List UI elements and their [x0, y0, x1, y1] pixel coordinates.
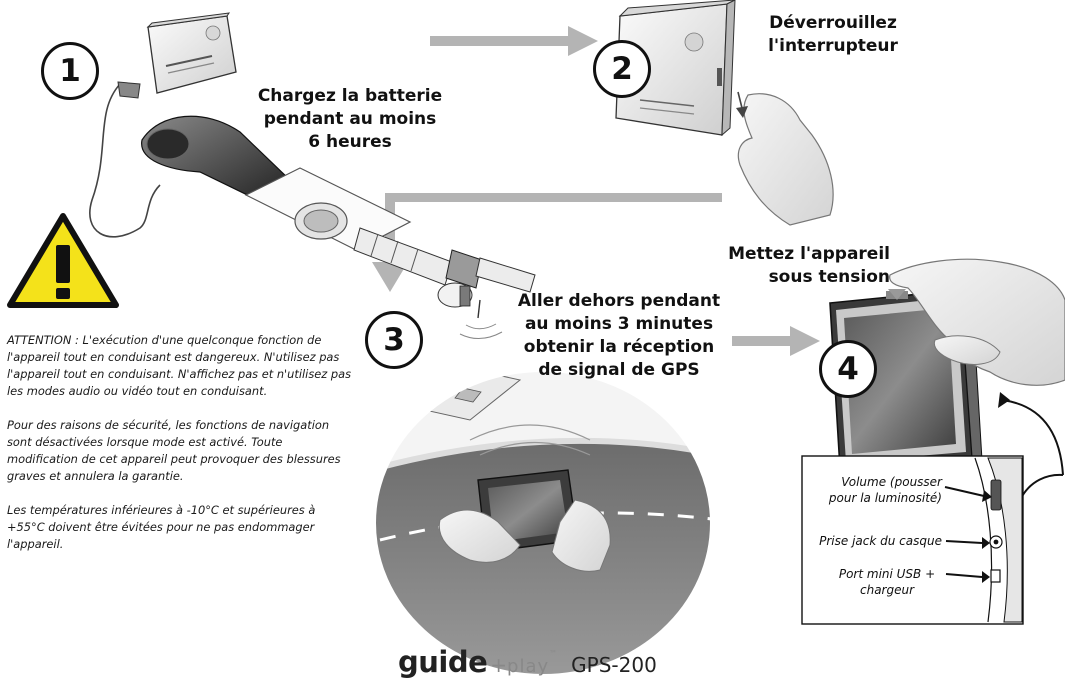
step-2-caption-line: Déverrouillez — [769, 13, 897, 33]
step-3-caption: Aller dehors pendant au moins 3 minutes … — [508, 290, 730, 382]
volume-label: Volume (pousser pour la luminosité) — [828, 475, 942, 505]
usb-label: Port mini USB + chargeur — [838, 567, 936, 597]
safety-warnings: ATTENTION : L'exécution d'une quelconque… — [7, 332, 355, 553]
step-1-caption-line: 6 heures — [308, 132, 392, 152]
step-2-badge: 2 — [593, 40, 651, 98]
side-ports-callout — [801, 455, 1024, 625]
outdoor-road-scene — [375, 371, 711, 675]
brand-word: guide — [398, 645, 488, 679]
warning-triangle-icon — [7, 213, 119, 308]
step-4-badge: 4 — [819, 340, 877, 398]
step-1-badge: 1 — [41, 42, 99, 100]
step-2-caption: Déverrouillez l'interrupteur — [762, 12, 904, 58]
cigarette-socket-card — [244, 167, 412, 251]
step-2-caption-line: l'interrupteur — [768, 36, 898, 56]
brand-play: play — [507, 656, 550, 677]
step-3-caption-line: au moins 3 minutes — [524, 314, 714, 334]
satellite-icon — [353, 227, 536, 339]
road-scene-frame — [374, 370, 712, 676]
step-4-caption: Mettez l'appareil sous tension — [700, 243, 890, 289]
brand-footer: guide+play™ GPS-200 — [398, 645, 657, 679]
brand-trademark: ™ — [549, 649, 558, 658]
step-3-caption-line: obtenir la réception — [523, 337, 715, 357]
step-3-caption-line: Aller dehors pendant — [517, 291, 721, 311]
step2-device-illustration — [615, 0, 834, 226]
warning-paragraph: Pour des raisons de sécurité, les foncti… — [7, 418, 341, 483]
warning-paragraph: Les températures inférieures à -10°C et … — [7, 503, 316, 551]
brand-plus: + — [490, 653, 508, 677]
step4-device-illustration — [829, 258, 1065, 501]
step-1-caption: Chargez la batterie pendant au moins 6 h… — [240, 85, 460, 154]
gps-device-icon — [146, 12, 237, 94]
warning-paragraph: ATTENTION : L'exécution d'une quelconque… — [7, 333, 352, 398]
headphone-label: Prise jack du casque — [819, 534, 942, 548]
step-3-badge: 3 — [365, 311, 423, 369]
step-4-caption-line: sous tension — [768, 267, 890, 287]
step-4-caption-line: Mettez l'appareil — [728, 244, 890, 264]
step-1-caption-line: Chargez la batterie — [257, 86, 443, 106]
step-3-caption-line: de signal de GPS — [538, 360, 700, 380]
step-1-caption-line: pendant au moins — [263, 109, 437, 129]
model-name: GPS-200 — [571, 653, 657, 677]
